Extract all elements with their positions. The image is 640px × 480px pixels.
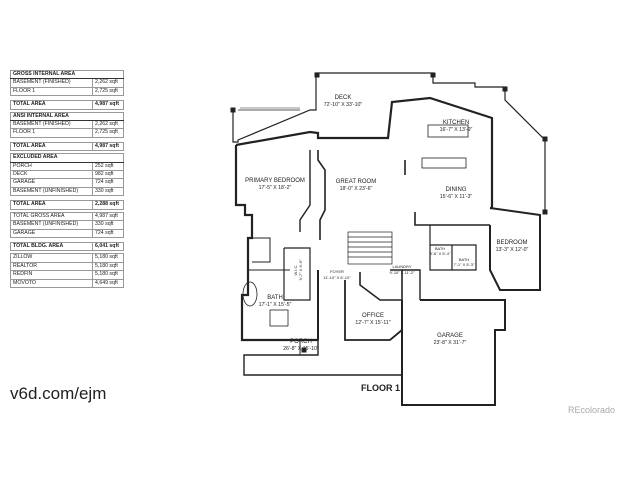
room-dims: 15'-6" X 11'-3" bbox=[440, 194, 473, 200]
room-name: DINING bbox=[446, 187, 467, 193]
row-value: 2,262 sqft bbox=[92, 120, 124, 130]
row-value: 5,180 sqft bbox=[92, 261, 124, 272]
room-dims: 17'-1" X 15'-5" bbox=[259, 302, 292, 308]
room-bath-tiny: BATH 7'-1" X 5'-3" bbox=[454, 257, 475, 267]
room-name: BEDROOM bbox=[496, 240, 527, 246]
table-row: ANSI INTERNAL AREA bbox=[10, 111, 124, 122]
room-dims: 13'-3" X 12'-0" bbox=[496, 247, 529, 253]
row-value: 6,041 sqft bbox=[92, 241, 124, 252]
row-value: 2,725 sqft bbox=[92, 128, 124, 138]
room-deck: DECK 72'-10" X 33'-10" bbox=[324, 95, 363, 108]
room-bedroom: BEDROOM 13'-3" X 12'-0" bbox=[496, 240, 529, 253]
room-name: BATH bbox=[267, 295, 283, 301]
room-dining: DINING 15'-6" X 11'-3" bbox=[440, 187, 473, 200]
room-dims: 26'-8" X 15'-10" bbox=[283, 346, 319, 352]
table-row: BASEMENT (FINISHED)2,262 sqft bbox=[10, 78, 124, 88]
room-bath-main: BATH 17'-1" X 15'-5" bbox=[259, 295, 292, 308]
tour-url: v6d.com/ejm bbox=[10, 384, 107, 403]
row-value: 330 sqft bbox=[92, 186, 124, 197]
room-kitchen: KITCHEN 16'-7" X 13'-9" bbox=[440, 120, 473, 133]
room-dims: 17'-5" X 18'-2" bbox=[259, 185, 292, 191]
room-dims: 11'-10" X 6'-10" bbox=[323, 275, 351, 280]
row-value: 982 sqft bbox=[92, 170, 124, 180]
room-dims: 7'-1" X 5'-3" bbox=[454, 262, 475, 267]
room-name: PORCH bbox=[290, 339, 312, 345]
row-value: 4,987 sqft bbox=[92, 141, 124, 152]
room-dims: 18'-0" X 23'-6" bbox=[340, 186, 373, 192]
room-name: OFFICE bbox=[362, 313, 384, 319]
room-foyer: FOYER 11'-10" X 6'-10" bbox=[323, 269, 351, 280]
room-wic: W.I.C. 9'-7" X 6'-9" bbox=[293, 259, 303, 280]
room-name: DECK bbox=[335, 95, 352, 101]
room-name: GARAGE bbox=[437, 333, 463, 339]
row-value: 2,288 sqft bbox=[92, 200, 124, 210]
row-value: 4,987 sqft bbox=[92, 100, 124, 110]
room-laundry: LAUNDRY 9'-10" X 11'-2" bbox=[390, 264, 416, 275]
room-primary-bedroom: PRIMARY BEDROOM 17'-5" X 18'-2" bbox=[245, 178, 305, 191]
row-value: 4,649 sqft bbox=[92, 278, 124, 288]
room-name: FOYER bbox=[330, 269, 344, 274]
row-value: 5,180 sqft bbox=[92, 253, 124, 263]
floor-plan-walls bbox=[230, 72, 548, 406]
room-dims: 23'-8" X 31'-7" bbox=[434, 340, 467, 346]
row-value: 724 sqft bbox=[92, 228, 124, 238]
watermark: REcolorado bbox=[568, 405, 616, 415]
room-bath-small: BATH 8'-6" X 5'-4" bbox=[430, 246, 451, 256]
row-value: 2,725 sqft bbox=[92, 86, 124, 97]
table-row: GROSS INTERNAL AREA bbox=[10, 69, 124, 80]
room-porch: PORCH 26'-8" X 15'-10" bbox=[283, 339, 319, 352]
row-value: 724 sqft bbox=[92, 178, 124, 188]
table-row: BASEMENT (UNFINISHED)330 sqft bbox=[10, 186, 124, 197]
row-value: 5,180 sqft bbox=[92, 270, 124, 280]
room-dims: 12'-7" X 15'-11" bbox=[355, 320, 390, 326]
room-dims: 72'-10" X 33'-10" bbox=[324, 102, 363, 108]
room-dims: 9'-10" X 11'-2" bbox=[390, 270, 416, 275]
room-name: W.I.C. bbox=[293, 265, 298, 276]
room-dims: 16'-7" X 13'-9" bbox=[440, 127, 473, 133]
floor-label: FLOOR 1 bbox=[361, 383, 401, 393]
row-label: GROSS INTERNAL AREA bbox=[10, 69, 124, 80]
room-name: GREAT ROOM bbox=[336, 179, 376, 185]
room-name: LAUNDRY bbox=[392, 264, 411, 269]
table-row: BASEMENT (FINISHED)2,262 sqft bbox=[10, 120, 124, 130]
row-label: ANSI INTERNAL AREA bbox=[10, 111, 124, 122]
room-dims: 9'-7" X 6'-9" bbox=[298, 259, 303, 280]
row-value: 330 sqft bbox=[92, 220, 124, 230]
room-garage: GARAGE 23'-8" X 31'-7" bbox=[434, 333, 467, 346]
table-row: BASEMENT (UNFINISHED)330 sqft bbox=[10, 220, 124, 230]
row-value: 2,262 sqft bbox=[92, 78, 124, 88]
room-dims: 8'-6" X 5'-4" bbox=[430, 251, 451, 256]
room-name: BATH bbox=[459, 257, 469, 262]
room-name: BATH bbox=[435, 246, 445, 251]
row-value: 252 sqft bbox=[92, 161, 124, 172]
room-name: KITCHEN bbox=[443, 120, 469, 126]
room-office: OFFICE 12'-7" X 15'-11" bbox=[355, 313, 390, 326]
row-value: 4,987 sqft bbox=[92, 211, 124, 222]
room-great-room: GREAT ROOM 18'-0" X 23'-6" bbox=[336, 179, 376, 192]
room-name: PRIMARY BEDROOM bbox=[245, 178, 305, 184]
